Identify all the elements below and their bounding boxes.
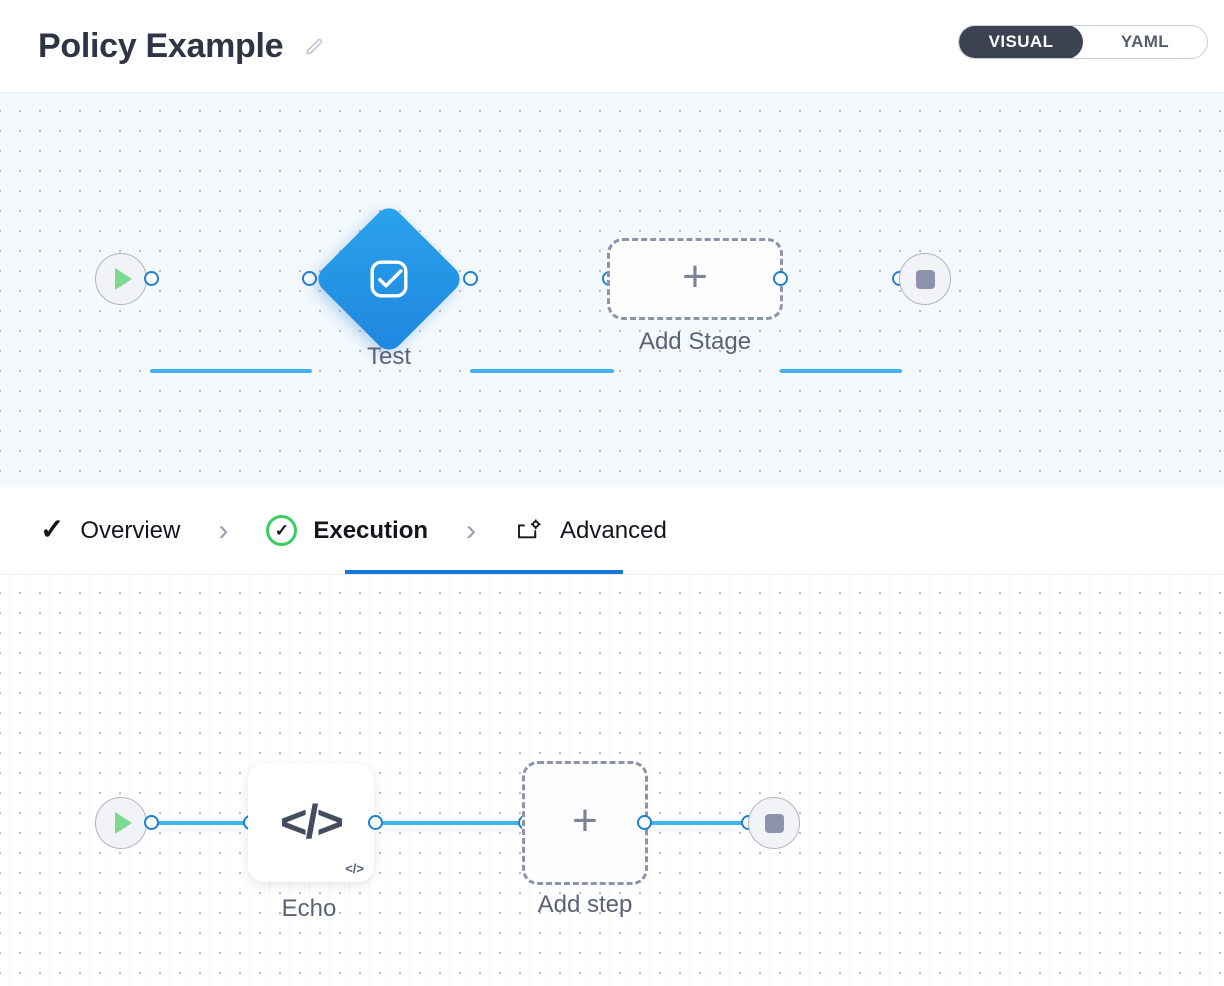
port-start-out[interactable]	[144, 271, 159, 286]
chevron-right-icon-2: ›	[466, 513, 477, 547]
step-label-add-step: Add step	[537, 891, 633, 918]
tab-advanced[interactable]: Advanced	[514, 487, 667, 574]
step-start-node-circle[interactable]	[95, 797, 147, 849]
tab-overview-label: Overview	[80, 516, 181, 544]
port-add-step-out[interactable]	[637, 815, 652, 830]
play-icon	[115, 268, 132, 290]
check-icon: ✓	[40, 514, 65, 546]
edge-start-to-test	[150, 369, 312, 373]
start-node-circle[interactable]	[95, 253, 147, 305]
tab-overview[interactable]: ✓ Overview	[40, 487, 180, 574]
stage-node-end[interactable]	[899, 253, 951, 305]
step-node-add-step[interactable]: +	[522, 761, 648, 885]
stage-node-add-stage[interactable]: +	[607, 238, 783, 320]
check-square-icon	[370, 260, 408, 298]
echo-badge: </>	[345, 861, 364, 876]
code-icon: </>	[280, 794, 344, 848]
stage-node-start[interactable]	[95, 253, 147, 305]
section-tabbar[interactable]: ✓ Overview › ✓ Execution › Advanced	[0, 487, 1224, 574]
echo-step-card[interactable]: </> </>	[248, 764, 374, 882]
check-circle-glyph: ✓	[274, 520, 289, 540]
step-node-end[interactable]	[748, 797, 800, 849]
step-label-echo: Echo	[281, 895, 337, 922]
edge-echo-to-add-step	[375, 821, 527, 825]
pencil-icon[interactable]	[303, 35, 325, 57]
stage-node-test[interactable]	[312, 202, 466, 356]
step-node-start[interactable]	[95, 797, 147, 849]
chevron-right-icon: ›	[218, 513, 229, 547]
stage-label-add-stage: Add Stage	[638, 328, 752, 355]
check-circle-icon: ✓	[266, 515, 298, 546]
stop-icon	[764, 813, 784, 833]
stage-shape	[312, 202, 466, 356]
port-test-in[interactable]	[302, 271, 317, 286]
plus-icon: +	[682, 252, 708, 301]
mode-option-visual[interactable]: VISUAL	[959, 26, 1083, 58]
end-node-circle[interactable]	[899, 253, 951, 305]
stage-canvas[interactable]: Test + Add Stage	[0, 92, 1224, 487]
play-icon	[115, 812, 132, 834]
stop-icon	[915, 269, 935, 289]
active-tab-underline	[345, 570, 623, 574]
port-echo-out[interactable]	[368, 815, 383, 830]
test-stage-diamond[interactable]	[312, 202, 466, 356]
step-end-node-circle[interactable]	[748, 797, 800, 849]
add-step-button[interactable]: +	[522, 761, 648, 885]
page-title: Policy Example	[38, 27, 284, 65]
plus-icon: +	[572, 796, 598, 845]
view-mode-toggle[interactable]: VISUAL YAML	[958, 25, 1208, 59]
tab-execution[interactable]: ✓ Execution	[266, 487, 428, 574]
box-gear-icon	[514, 516, 544, 546]
stage-label-test: Test	[366, 343, 411, 370]
step-canvas[interactable]: </> </> Echo + Add step	[0, 574, 1224, 986]
tab-advanced-label: Advanced	[560, 516, 667, 544]
add-stage-button[interactable]: +	[607, 238, 783, 320]
edge-start-to-echo	[150, 821, 250, 825]
port-test-out[interactable]	[463, 271, 478, 286]
port-step-start-out[interactable]	[144, 815, 159, 830]
tab-execution-label: Execution	[313, 516, 429, 544]
edge-test-to-add-stage	[470, 369, 614, 373]
edge-add-stage-to-end	[780, 369, 902, 373]
step-node-echo[interactable]: </> </>	[248, 764, 374, 882]
page-header: Policy Example VISUAL YAML	[0, 0, 1224, 92]
port-add-stage-out[interactable]	[773, 271, 788, 286]
mode-option-yaml[interactable]: YAML	[1120, 32, 1170, 51]
edge-add-step-to-end	[643, 821, 751, 825]
